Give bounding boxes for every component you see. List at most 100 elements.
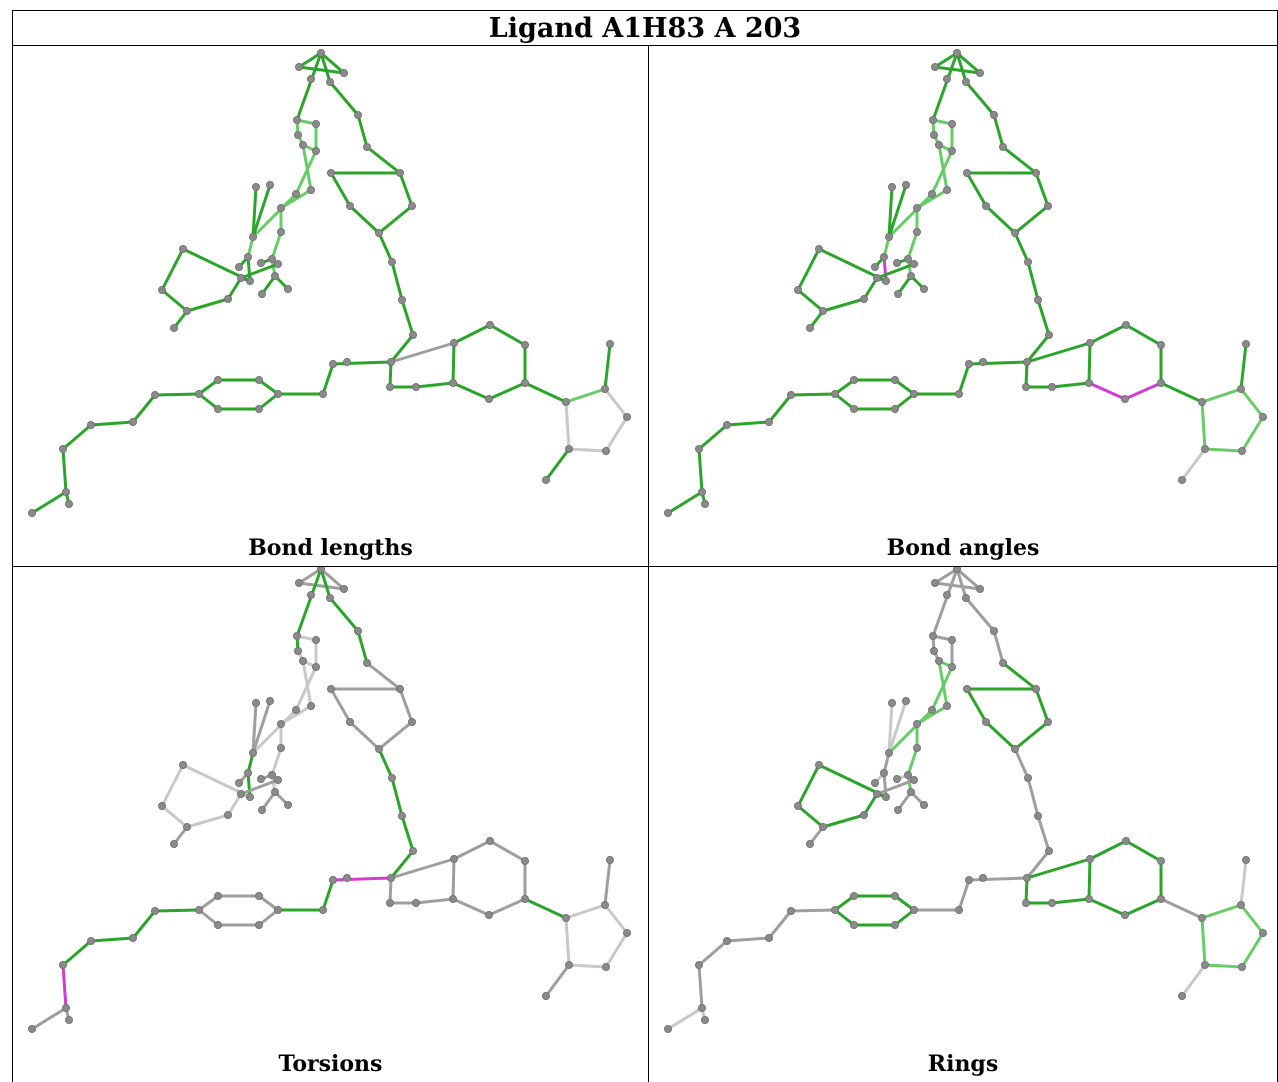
atom-c7: [962, 685, 971, 694]
atom-layer: [663, 49, 1268, 517]
bond-d12-d10: [251, 701, 258, 755]
atom-t1: [294, 578, 303, 587]
atom-k2: [954, 389, 963, 398]
bond-f4-b6: [1050, 381, 1091, 389]
atom-b2: [1121, 320, 1130, 329]
atom-l1: [1023, 257, 1032, 266]
atom-r1: [1198, 913, 1207, 922]
atom-f4: [1047, 898, 1056, 907]
bond-r3-r4: [1240, 415, 1265, 453]
atom-layer: [27, 49, 632, 517]
atom-d7: [291, 189, 300, 198]
atom-l3: [1044, 846, 1053, 855]
bond-d12-d11: [887, 183, 908, 239]
bond-t0-t4: [319, 567, 332, 600]
atom-b4: [1156, 378, 1165, 387]
atom-c6: [981, 717, 990, 726]
bond-s5-s6: [666, 490, 704, 515]
bond-layer: [30, 51, 629, 515]
atom-d7: [927, 705, 936, 714]
atom-p4: [859, 294, 868, 303]
bond-layer: [666, 51, 1265, 515]
bond-d13-d19: [246, 771, 252, 799]
atom-d13: [879, 252, 888, 261]
atom-d17: [893, 805, 902, 814]
bond-c1-c2: [992, 629, 1005, 665]
atom-r4: [1238, 446, 1247, 455]
bond-r2-m1: [603, 858, 612, 907]
atom-r1: [562, 397, 571, 406]
bond-b5-b6: [451, 381, 491, 401]
bond-r2-r3: [603, 903, 629, 935]
bond-t0-t1: [933, 51, 959, 69]
atom-s1: [150, 906, 159, 915]
bond-k6-k7: [197, 392, 220, 411]
atom-d11: [901, 696, 910, 705]
bond-s4-s5: [697, 447, 704, 494]
bond-t0-t4: [319, 51, 332, 84]
atom-b3: [520, 856, 529, 865]
bond-b4-r1: [523, 897, 568, 920]
bond-f1-k1: [331, 876, 393, 882]
atom-k4: [890, 891, 899, 900]
atom-c4: [1043, 201, 1052, 210]
atom-d10: [251, 698, 260, 707]
atom-f2: [342, 357, 351, 366]
atom-t1: [294, 62, 303, 71]
atom-d20: [234, 262, 243, 271]
atom-s7: [701, 1015, 710, 1024]
bond-r3-r4: [1240, 931, 1265, 969]
bond-b4-b5: [1123, 381, 1163, 401]
atom-f3: [1021, 898, 1030, 907]
atom-s5: [698, 1003, 707, 1012]
bond-t0-d1: [295, 51, 323, 122]
atom-s3: [87, 936, 96, 945]
atom-d8: [276, 719, 285, 728]
atom-s7: [701, 499, 710, 508]
bond-s3-s4: [697, 423, 729, 451]
atom-s3: [723, 420, 732, 429]
bond-c5-l1: [1013, 231, 1030, 264]
atom-d10: [887, 182, 896, 191]
atom-b5: [484, 394, 493, 403]
bond-p5-p7: [239, 778, 280, 796]
atom-b2: [485, 320, 494, 329]
atom-d5: [947, 147, 956, 156]
atom-c4: [407, 717, 416, 726]
atom-k8: [254, 404, 263, 413]
atom-t3: [975, 584, 984, 593]
bond-s2-s3: [725, 936, 771, 943]
bond-p3-p4: [185, 813, 230, 829]
atom-k2: [318, 905, 327, 914]
molecule-diagram: [27, 567, 632, 1033]
atom-d8: [912, 719, 921, 728]
atom-d11: [265, 696, 274, 705]
bond-b1-f1: [1025, 857, 1092, 880]
atom-b1: [449, 338, 458, 347]
atom-t4: [961, 77, 970, 86]
atom-d4: [298, 657, 307, 666]
bond-p1-p2: [160, 247, 185, 292]
atom-c4: [407, 201, 416, 210]
atom-d15: [892, 774, 901, 783]
bond-s1-s2: [767, 393, 793, 424]
atom-p3: [182, 822, 191, 831]
atom-m1: [1242, 339, 1251, 348]
atom-f1: [1022, 873, 1031, 882]
bond-k6-k7: [833, 392, 856, 411]
grid-border-left: [12, 46, 13, 1082]
atom-s7: [65, 499, 74, 508]
bond-r5-r1: [564, 400, 571, 451]
atom-p2: [157, 801, 166, 810]
bond-k6-k7: [197, 908, 220, 927]
atom-r3: [623, 928, 632, 937]
bond-c2-c3: [365, 661, 402, 691]
atom-m2: [542, 991, 551, 1000]
atom-k5: [213, 375, 222, 384]
bond-t0-d1: [931, 567, 959, 638]
bond-d9-d14: [270, 746, 283, 777]
atom-d13: [879, 768, 888, 777]
atom-r1: [1198, 397, 1207, 406]
bond-c6-c7: [965, 687, 988, 724]
atom-r5: [565, 444, 574, 453]
